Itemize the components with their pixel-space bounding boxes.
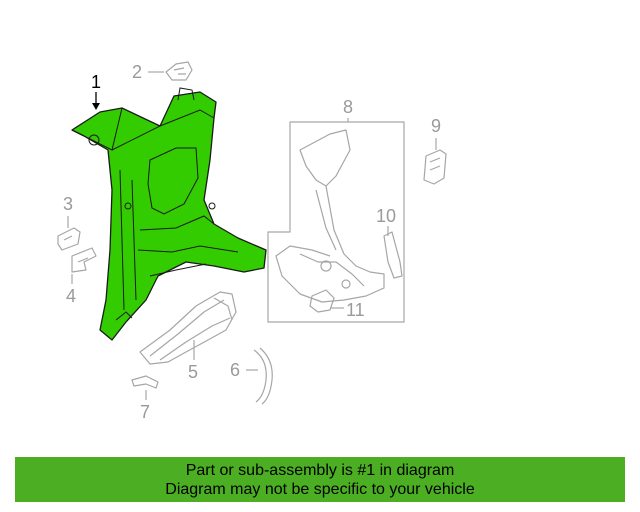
part-10-brace[interactable] <box>383 231 403 279</box>
callout-3: 3 <box>63 194 73 214</box>
callout-7: 7 <box>140 402 150 422</box>
part-8-pillar-assembly[interactable] <box>267 121 405 323</box>
callout-1: 1 <box>91 72 101 92</box>
callout-4: 4 <box>66 286 76 306</box>
part-4-bracket[interactable] <box>71 247 97 273</box>
part-3-bracket[interactable] <box>57 227 81 251</box>
callout-6: 6 <box>230 360 240 380</box>
banner-line-2: Diagram may not be specific to your vehi… <box>165 480 475 498</box>
part-7-trim-piece[interactable] <box>131 375 159 389</box>
parts-diagram: 1 2 3 4 5 6 7 <box>57 61 447 422</box>
callout-5: 5 <box>188 362 198 382</box>
part-5-wheelhouse[interactable] <box>139 291 237 365</box>
callout-9: 9 <box>431 116 441 136</box>
part-11-clip[interactable] <box>309 289 335 313</box>
part-1-quarter-inner-panel[interactable] <box>71 87 267 341</box>
callout-8: 8 <box>343 97 353 117</box>
part-6-arch-strip[interactable] <box>253 347 273 405</box>
callout-2: 2 <box>132 62 142 82</box>
banner-line-1: Part or sub-assembly is #1 in diagram <box>185 461 455 479</box>
callout-10: 10 <box>376 206 396 226</box>
part-9-bracket[interactable] <box>423 149 447 185</box>
part-2-bracket[interactable] <box>165 61 193 81</box>
info-banner: Part or sub-assembly is #1 in diagram Di… <box>15 457 625 502</box>
callout-11: 11 <box>346 300 365 320</box>
